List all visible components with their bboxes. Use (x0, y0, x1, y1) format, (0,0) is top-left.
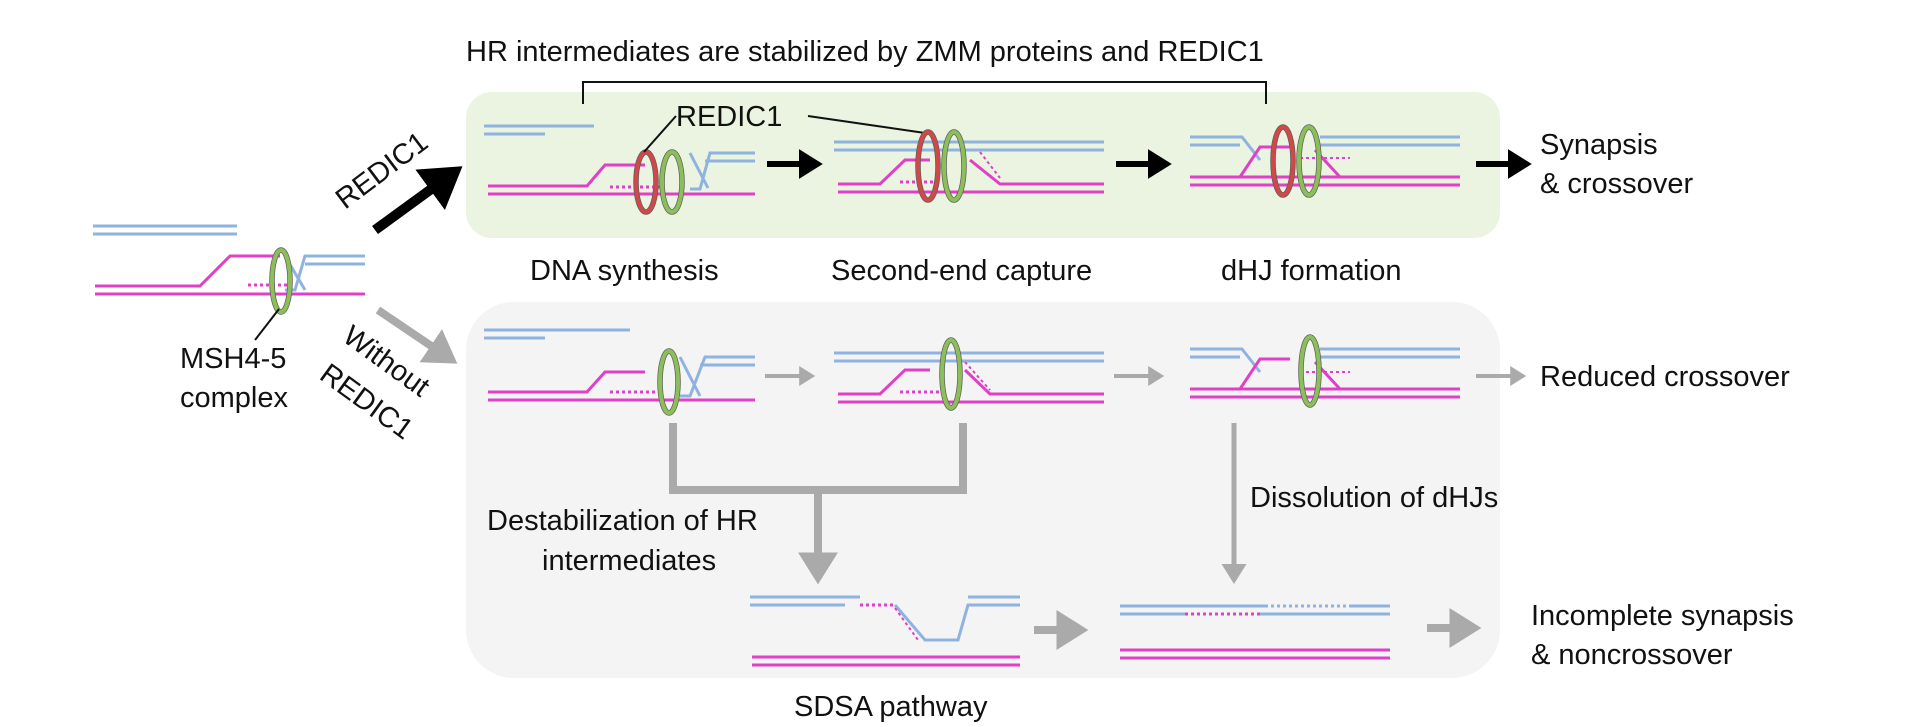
msh45-label-line1: MSH4-5 (180, 343, 286, 375)
without-redic1-arrow (375, 306, 458, 364)
sdsa-pathway-label: SDSA pathway (794, 691, 988, 723)
outcome-synapsis-line2: & crossover (1540, 168, 1693, 200)
step-label-dna-synthesis: DNA synthesis (530, 255, 719, 287)
dissolution-product (1120, 604, 1390, 660)
outcome-incomplete-line1: Incomplete synapsis (1531, 600, 1794, 632)
outcome-synapsis-line1: Synapsis (1540, 129, 1658, 161)
stabilized-panel (466, 92, 1500, 238)
top-dhj-intermediate (1190, 124, 1460, 198)
mid-second-end-capture-intermediate (834, 337, 1104, 411)
zmm-bracket (582, 81, 1267, 104)
redic1-leader-1 (643, 115, 677, 153)
top-dna-synthesis-intermediate (484, 124, 755, 215)
redic1-callout-label: REDIC1 (676, 101, 782, 133)
step-label-dhj-formation: dHJ formation (1221, 255, 1402, 287)
with-redic1-arrow (372, 166, 463, 235)
outcome-reduced-crossover: Reduced crossover (1540, 361, 1790, 393)
destabilization-label-line2: intermediates (542, 545, 716, 577)
mid-dhj-intermediate (1190, 334, 1460, 408)
step-label-second-end-capture: Second-end capture (831, 255, 1092, 287)
initial-intermediate (93, 224, 365, 315)
msh45-label-line2: complex (180, 382, 288, 414)
mid-dna-synthesis-intermediate (484, 328, 755, 416)
msh45-leader-line (254, 308, 280, 341)
destabilization-label-line1: Destabilization of HR (487, 505, 758, 537)
sdsa-product (750, 595, 1020, 667)
top-second-end-capture-intermediate (834, 129, 1104, 203)
top-banner-text: HR intermediates are stabilized by ZMM p… (466, 36, 1264, 68)
outcome-incomplete-line2: & noncrossover (1531, 639, 1733, 671)
dissolution-label: Dissolution of dHJs (1250, 482, 1498, 514)
redic1-leader-2 (807, 115, 926, 134)
